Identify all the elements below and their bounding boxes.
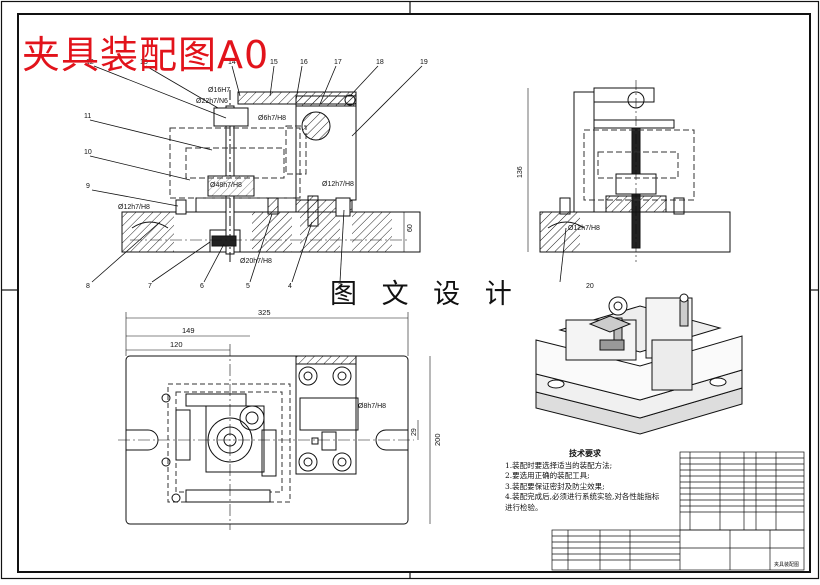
- watermark-text: 图 文 设 计: [330, 279, 520, 310]
- fit-label: Ø12h7/H8: [118, 204, 150, 211]
- plan-dimension-lines: [125, 312, 431, 524]
- part-number: 10: [84, 149, 92, 156]
- part-number: 8: [86, 283, 90, 290]
- dimension-60: 60: [407, 224, 414, 232]
- fit-label: Ø8h7/H8: [358, 403, 386, 410]
- fit-label: Ø22h7/N6: [196, 98, 228, 105]
- part-number: 14: [228, 59, 236, 66]
- part-number: 16: [300, 59, 308, 66]
- fit-label: Ø20h7/H8: [240, 258, 272, 265]
- dimension-29: 29: [411, 428, 418, 436]
- fit-label: Ø12h7/H8: [322, 181, 354, 188]
- isometric-view: [535, 293, 743, 435]
- part-number: 19: [420, 59, 428, 66]
- part-number: 9: [86, 183, 90, 190]
- note-line: 4.装配完成后,必须进行系统实验,对各性能指标进行检验。: [505, 492, 660, 512]
- part-number: 12: [86, 59, 94, 66]
- part-numbers-front: 12 13 14 15 16 17 18 19 11 10 9 8 7 6 5 …: [84, 59, 428, 290]
- dimension-325: 325: [258, 308, 271, 317]
- part-number: 6: [200, 283, 204, 290]
- technical-requirements: 技术要求 1.装配时要选择适当的装配方法; 2.要选用正确的装配工具; 3.装配…: [505, 448, 665, 513]
- drawing-title: 夹具装配图A0: [22, 33, 270, 77]
- part-number: 7: [148, 283, 152, 290]
- dimension-200: 200: [433, 433, 442, 446]
- fit-label: Ø6h7/H8: [258, 115, 286, 122]
- part-number: 18: [376, 59, 384, 66]
- centering-marks: [2, 2, 818, 578]
- front-view: [121, 90, 421, 262]
- part-number: 3: [338, 283, 342, 290]
- fit-label: Ø12h7/H8: [568, 225, 600, 232]
- dimension-136: 136: [517, 166, 524, 178]
- part-number: 4: [288, 283, 292, 290]
- part-number: 15: [270, 59, 278, 66]
- notes-heading: 技术要求: [569, 448, 601, 458]
- title-block: [551, 529, 805, 571]
- part-number: 13: [140, 59, 148, 66]
- leaders-front: [89, 65, 423, 283]
- parts-list: [679, 451, 805, 531]
- part-number: 17: [334, 59, 342, 66]
- inner-border: [17, 13, 811, 573]
- dimension-149: 149: [182, 326, 195, 335]
- fit-label: Ø48h7/H8: [210, 182, 242, 189]
- note-line: 3.装配要保证密封及防尘效果;: [505, 481, 605, 491]
- side-view: [527, 80, 731, 283]
- dimension-120: 120: [170, 340, 183, 349]
- note-line: 1.装配时要选择适当的装配方法;: [505, 460, 613, 470]
- fit-label: Ø16H7: [208, 87, 230, 94]
- title-block-name: 夹具装配图: [774, 561, 799, 568]
- part-number: 11: [84, 113, 91, 120]
- fit-labels-front: Ø16H7 Ø22h7/N6 Ø6h7/H8 Ø48h7/H8 Ø12h7/H8…: [118, 87, 354, 265]
- plan-view: [118, 344, 414, 530]
- part-number: 20: [586, 283, 594, 290]
- part-number: 5: [246, 283, 250, 290]
- note-line: 2.要选用正确的装配工具;: [505, 471, 590, 480]
